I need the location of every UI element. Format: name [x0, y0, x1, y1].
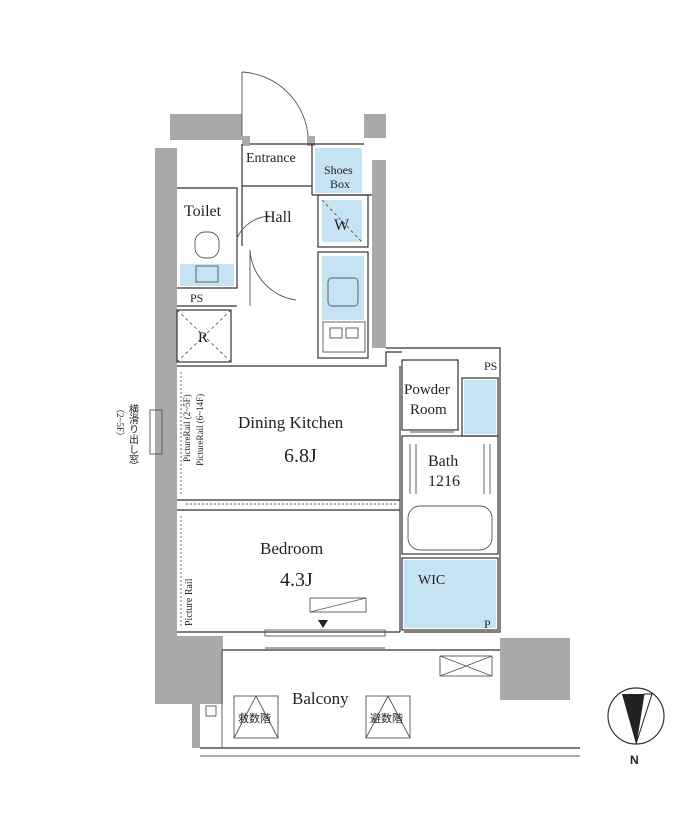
label-entrance: Entrance — [246, 151, 296, 166]
toilet-icon — [194, 231, 220, 283]
label-ps-right: PS — [484, 359, 497, 373]
label-bedroom: Bedroom — [260, 539, 323, 558]
walls — [155, 114, 570, 748]
label-picture-rail-dk-2: PictureRail (6~14F) — [195, 394, 205, 466]
sink-icon — [327, 277, 359, 307]
label-dining-kitchen: Dining Kitchen — [238, 413, 344, 432]
label-p: P — [484, 617, 491, 631]
door-swing-icon — [236, 71, 454, 433]
compass-north-label: N — [630, 753, 639, 767]
label-evac-left: 救数階 — [238, 711, 271, 725]
shoes-box-area — [315, 148, 362, 193]
compass-icon — [607, 687, 665, 745]
windows — [149, 372, 396, 649]
wic-area — [404, 560, 496, 628]
side-note-col2: （2~5F） — [115, 404, 125, 441]
balcony-area — [200, 649, 580, 757]
label-evac-right: 避数階 — [370, 711, 403, 725]
interior-lines — [176, 143, 501, 633]
toilet-area — [180, 264, 234, 286]
label-shoes-box-2: Box — [330, 177, 350, 191]
label-bath: Bath — [428, 453, 458, 470]
label-bedroom-size: 4.3J — [280, 569, 313, 591]
label-picture-rail-dk-1: PictureRail (2~5F) — [182, 394, 192, 462]
label-refrigerator: R — [198, 330, 208, 346]
label-bath-size: 1216 — [428, 473, 460, 490]
aircon-icon — [309, 597, 367, 628]
fridge-icon — [176, 309, 232, 363]
bath-wall-panel — [409, 444, 491, 494]
powder-sink-area — [464, 380, 496, 434]
label-powder-room-1: Powder — [404, 382, 450, 398]
washer-icon — [321, 199, 363, 243]
label-ps-top: PS — [190, 291, 203, 305]
label-toilet: Toilet — [184, 203, 222, 220]
label-powder-room-2: Room — [410, 402, 447, 418]
label-dining-kitchen-size: 6.8J — [284, 445, 317, 467]
label-balcony: Balcony — [292, 689, 349, 708]
kitchen-area — [322, 256, 364, 320]
side-note-col1: 横滑り出し窓 — [127, 403, 139, 464]
label-wic: WIC — [418, 573, 445, 588]
bathtub-icon — [407, 505, 493, 551]
label-hall: Hall — [264, 209, 292, 226]
fixture-areas — [180, 148, 496, 628]
label-shoes-box-1: Shoes — [324, 163, 353, 177]
label-washer: W — [334, 217, 350, 234]
stove-icon — [322, 321, 366, 353]
label-picture-rail-bedroom: Picture Rail — [184, 578, 195, 626]
